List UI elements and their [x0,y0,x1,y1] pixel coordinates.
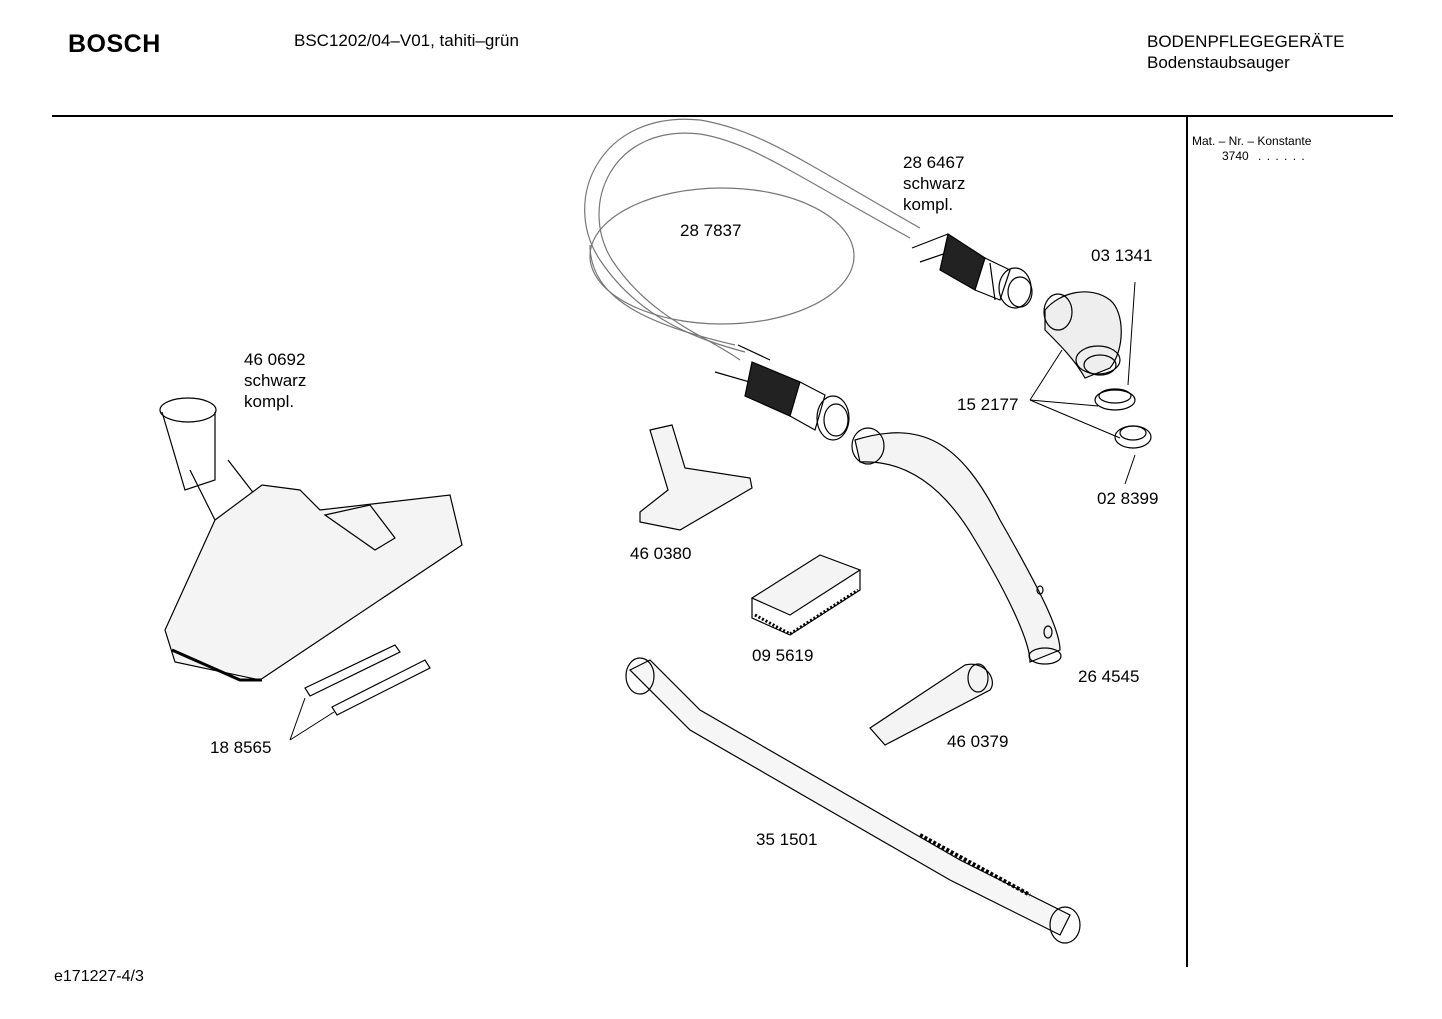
category-line-2: Bodenstaubsauger [1147,53,1290,72]
mat-nr-value: 3740 [1222,149,1249,163]
hose-connector-lower-drawing [714,344,850,441]
seal-rings-drawing [1094,388,1152,449]
part-note: kompl. [903,195,954,214]
hose-connector-upper-drawing [911,233,1033,309]
handle-tube-drawing [851,427,1062,665]
part-number: 46 0692 [244,350,306,369]
brand-logo: BOSCH [68,30,161,58]
header-divider [52,115,1393,117]
label-part-286467: 28 6467 schwarz kompl. [903,152,965,215]
upholstery-nozzle-drawing [639,424,753,531]
mat-nr-label: Mat. – Nr. – Konstante [1192,134,1312,148]
mat-nr-panel: Mat. – Nr. – Konstante 3740 . . . . . . [1192,134,1311,164]
label-part-152177: 15 2177 [957,395,1019,414]
label-part-287837: 28 7837 [680,221,742,240]
part-note: schwarz [903,174,966,193]
nozzle-strips-drawing [304,644,431,716]
label-part-460380: 46 0380 [630,544,692,563]
side-divider [1186,117,1188,967]
crevice-tool-drawing [869,663,993,746]
label-part-095619: 09 5619 [752,646,814,665]
elbow-fitting-drawing [1043,291,1122,379]
label-part-460379: 46 0379 [947,732,1009,751]
part-number: 28 6467 [903,153,965,172]
telescopic-tube-drawing [625,657,1081,944]
label-part-028399: 02 8399 [1097,489,1159,508]
part-note: schwarz [244,371,307,390]
leader-lines [289,281,1136,741]
brush-drawing [750,554,862,636]
mat-nr-row: 3740 . . . . . . [1192,149,1311,164]
floor-nozzle-drawing [159,397,463,682]
category-line-1: BODENPFLEGEGERÄTE [1147,32,1345,51]
label-part-460692: 46 0692 schwarz kompl. [244,349,306,412]
part-note: kompl. [244,392,295,411]
drawing-id: e171227-4/3 [54,968,144,985]
label-part-188565: 18 8565 [210,738,272,757]
model-title: BSC1202/04–V01, tahiti–grün [294,31,519,50]
category-heading: BODENPFLEGEGERÄTE Bodenstaubsauger [1147,31,1344,73]
mat-nr-dots: . . . . . . [1258,149,1306,163]
label-part-351501: 35 1501 [756,830,818,849]
label-part-031341: 03 1341 [1091,246,1153,265]
hose-drawing [584,118,921,361]
label-part-264545: 26 4545 [1078,667,1140,686]
